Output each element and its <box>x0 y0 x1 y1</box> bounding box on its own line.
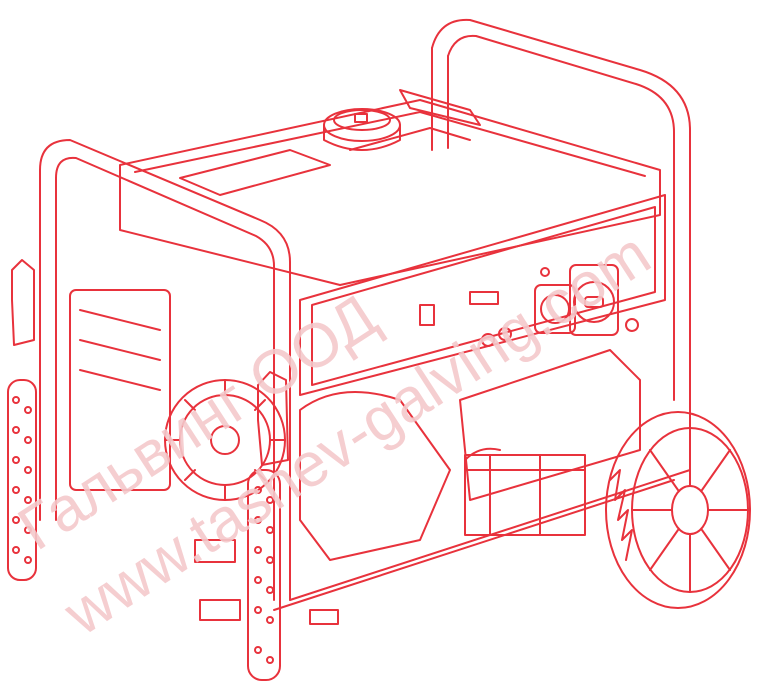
socket-icon <box>534 264 619 336</box>
front-frame <box>39 139 691 611</box>
fuel-cap-icon <box>323 108 401 151</box>
alternator <box>459 349 641 536</box>
fuel-tank <box>119 89 661 286</box>
control-panel <box>299 194 666 396</box>
engine <box>69 289 451 561</box>
base-feet <box>194 539 339 625</box>
wheel-icon <box>605 411 751 609</box>
handle-icon <box>7 259 37 581</box>
handle-icon <box>247 371 289 681</box>
